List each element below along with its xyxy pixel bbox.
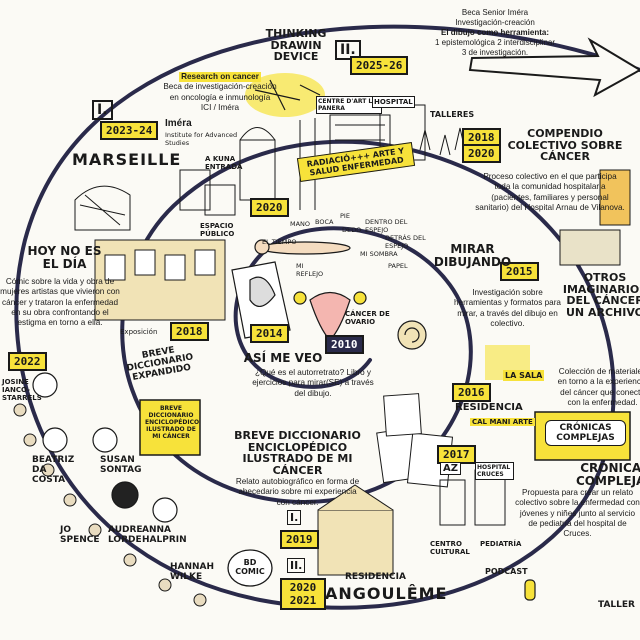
angouleme-place: ANGOULÊME	[325, 584, 448, 603]
mirar-title: MIRAR DIBUJANDO	[433, 242, 512, 269]
cruces-label-4: TALLER	[598, 600, 635, 610]
thinking-device-roman: II.	[335, 40, 361, 60]
hoy-no-title: HOY NO ES EL DÍA	[27, 244, 102, 271]
research-cancer-line-3: ICI / Iméra	[200, 102, 240, 112]
body-word-4: PIE	[340, 212, 350, 220]
exposicion-year: 2018	[170, 322, 209, 341]
imera-logo-name: Iméra	[165, 118, 192, 129]
artist-2: BEATRIZ DA COSTA	[32, 455, 75, 485]
beca-senior-title-2: Investigación-creación	[455, 18, 535, 27]
body-word-8: MI SOMBRA	[360, 250, 398, 258]
asi-me-veo-title: ASÍ ME VEO	[243, 351, 323, 365]
angouleme-year-a: 2019	[280, 530, 319, 549]
compendio-year-2: 2020	[462, 144, 501, 163]
body-word-1: EL TIEMPO	[262, 238, 297, 246]
artist-6: ANNA HALPRIN	[142, 525, 187, 545]
talleres-label: TALLERES	[430, 110, 475, 119]
beca-senior-highlight: El dibujo como herramienta:	[440, 28, 549, 37]
research-cancer-line-2: en oncología e inmunología	[169, 92, 271, 102]
ovario-label: CÁNCER DE OVARIO	[345, 310, 390, 326]
beca-senior-title-1: Beca Senior Iméra	[461, 8, 529, 17]
bd-comic-label: BD COMIC	[235, 558, 265, 576]
espacio-label-b: ESPACIO PÚBLICO	[200, 222, 235, 238]
exposicion-label: Exposición	[120, 328, 158, 336]
research-cancer-heading: Research on cancer	[179, 72, 261, 83]
body-word-5: DEDO	[342, 226, 362, 234]
asi-me-veo-year: 2014	[250, 324, 289, 343]
espacio-label-a: A KUNA ENTRADA	[205, 155, 243, 171]
beca-senior-item-1: 1 epistemológica 2 interdisciplinar	[434, 38, 556, 47]
angouleme-year-b: 2020 2021	[280, 578, 326, 610]
mirar-year: 2015	[500, 262, 539, 281]
otros-title: OTROS IMAGINARIOS DEL CÁNCER UN ARCHIVO	[562, 271, 640, 319]
artists-year: 2022	[8, 352, 47, 371]
marseille-label: MARSEILLE	[72, 150, 182, 169]
marseille-year: 2023-24	[100, 121, 159, 140]
mirar-body: Investigación sobre herramientas y forma…	[454, 288, 561, 328]
cronicas-body: Propuesta para crear un relato colectivo…	[515, 488, 640, 538]
artist-5: AUDRE LORDE	[108, 525, 143, 545]
breve-book-text: BREVE DICCIONARIO ENCICLOPÉDICO ILUSTRAD…	[145, 405, 200, 440]
cruces-label-2: PEDIATRÍA	[480, 540, 522, 548]
research-cancer-line-1: Beca de investigación-creación	[163, 82, 277, 92]
body-word-10: MI REFLEJO	[296, 262, 324, 278]
artist-4: JO SPENCE	[60, 525, 100, 545]
otros-body: Colección de materiales en torno a la ex…	[557, 367, 640, 407]
cronicas-title: CRÓNICAS COMPLEJAS	[576, 461, 640, 488]
cruces-hospital: HOSPITAL CRUCES	[475, 462, 514, 480]
talleres-sign-1: CENTRE D'ART LA PANERA	[316, 96, 382, 114]
beca-senior-block: Beca Senior Iméra Investigación-creación…	[405, 8, 585, 58]
cruces-az-sign: AZ	[440, 462, 461, 475]
research-cancer-block: Research on cancer Beca de investigación…	[140, 72, 300, 113]
breve-body: Relato autobiográfico en forma de abeced…	[235, 477, 360, 507]
espacio-year: 2020	[250, 198, 289, 217]
cruces-label-3: PODCAST	[485, 567, 528, 576]
mirar-sign: LA SALA	[503, 370, 545, 381]
residencia-year: 2016	[452, 383, 491, 402]
body-word-3: BOCA	[315, 218, 334, 226]
hoy-no-body: Cómic sobre la vida y obra de mujeres ar…	[0, 277, 120, 327]
body-word-7: DETRÁS DEL ESPEJO	[385, 234, 426, 250]
artist-3: SUSAN SONTAG	[100, 455, 142, 475]
imera-logo-sub: Institute for Advanced Studies	[165, 131, 238, 147]
cruces-label-1: CENTRO CULTURAL	[430, 540, 470, 556]
beca-senior-item-2: 3 de investigación.	[461, 48, 529, 57]
body-word-2: MANO	[290, 220, 311, 228]
artist-7: HANNAH WILKE	[170, 562, 215, 582]
talleres-sign-2: HOSPITAL	[372, 96, 415, 108]
residencia-label: RESIDENCIA	[455, 402, 523, 413]
ovario-year: 2010	[325, 335, 364, 354]
arrow-icon	[468, 37, 640, 98]
marseille-roman: I.	[92, 100, 113, 120]
angouleme-roman-b: II.	[287, 558, 306, 573]
thinking-device-title: THINKING DRAWIN DEVICE	[265, 27, 327, 64]
compendio-title: COMPENDIO COLECTIVO SOBRE CÁNCER	[507, 127, 623, 164]
body-word-6: DENTRO DEL ESPEJO	[365, 218, 408, 234]
imera-logo: Iméra	[165, 118, 192, 129]
body-word-9: PAPEL	[388, 262, 408, 270]
angouleme-roman-a: I.	[287, 510, 302, 525]
residencia-place: CAL MANI ARTE	[470, 418, 535, 426]
asi-me-veo-body: ¿Qué es el autorretrato? Libro y ejercic…	[252, 368, 374, 398]
cronicas-card: CRÓNICAS COMPLEJAS	[545, 420, 626, 446]
breve-title: BREVE DICCIONARIO ENCICLOPÉDICO ILUSTRAD…	[234, 429, 361, 477]
thinking-device-year: 2025-26	[350, 56, 409, 75]
artist-1: JOSINE IANCO-STARRELS	[2, 378, 42, 402]
angouleme-residencia: RESIDENCIA	[345, 572, 406, 582]
compendio-body: Proceso colectivo en el que participa to…	[475, 172, 625, 212]
compendio-year-1: 2018	[462, 128, 501, 147]
